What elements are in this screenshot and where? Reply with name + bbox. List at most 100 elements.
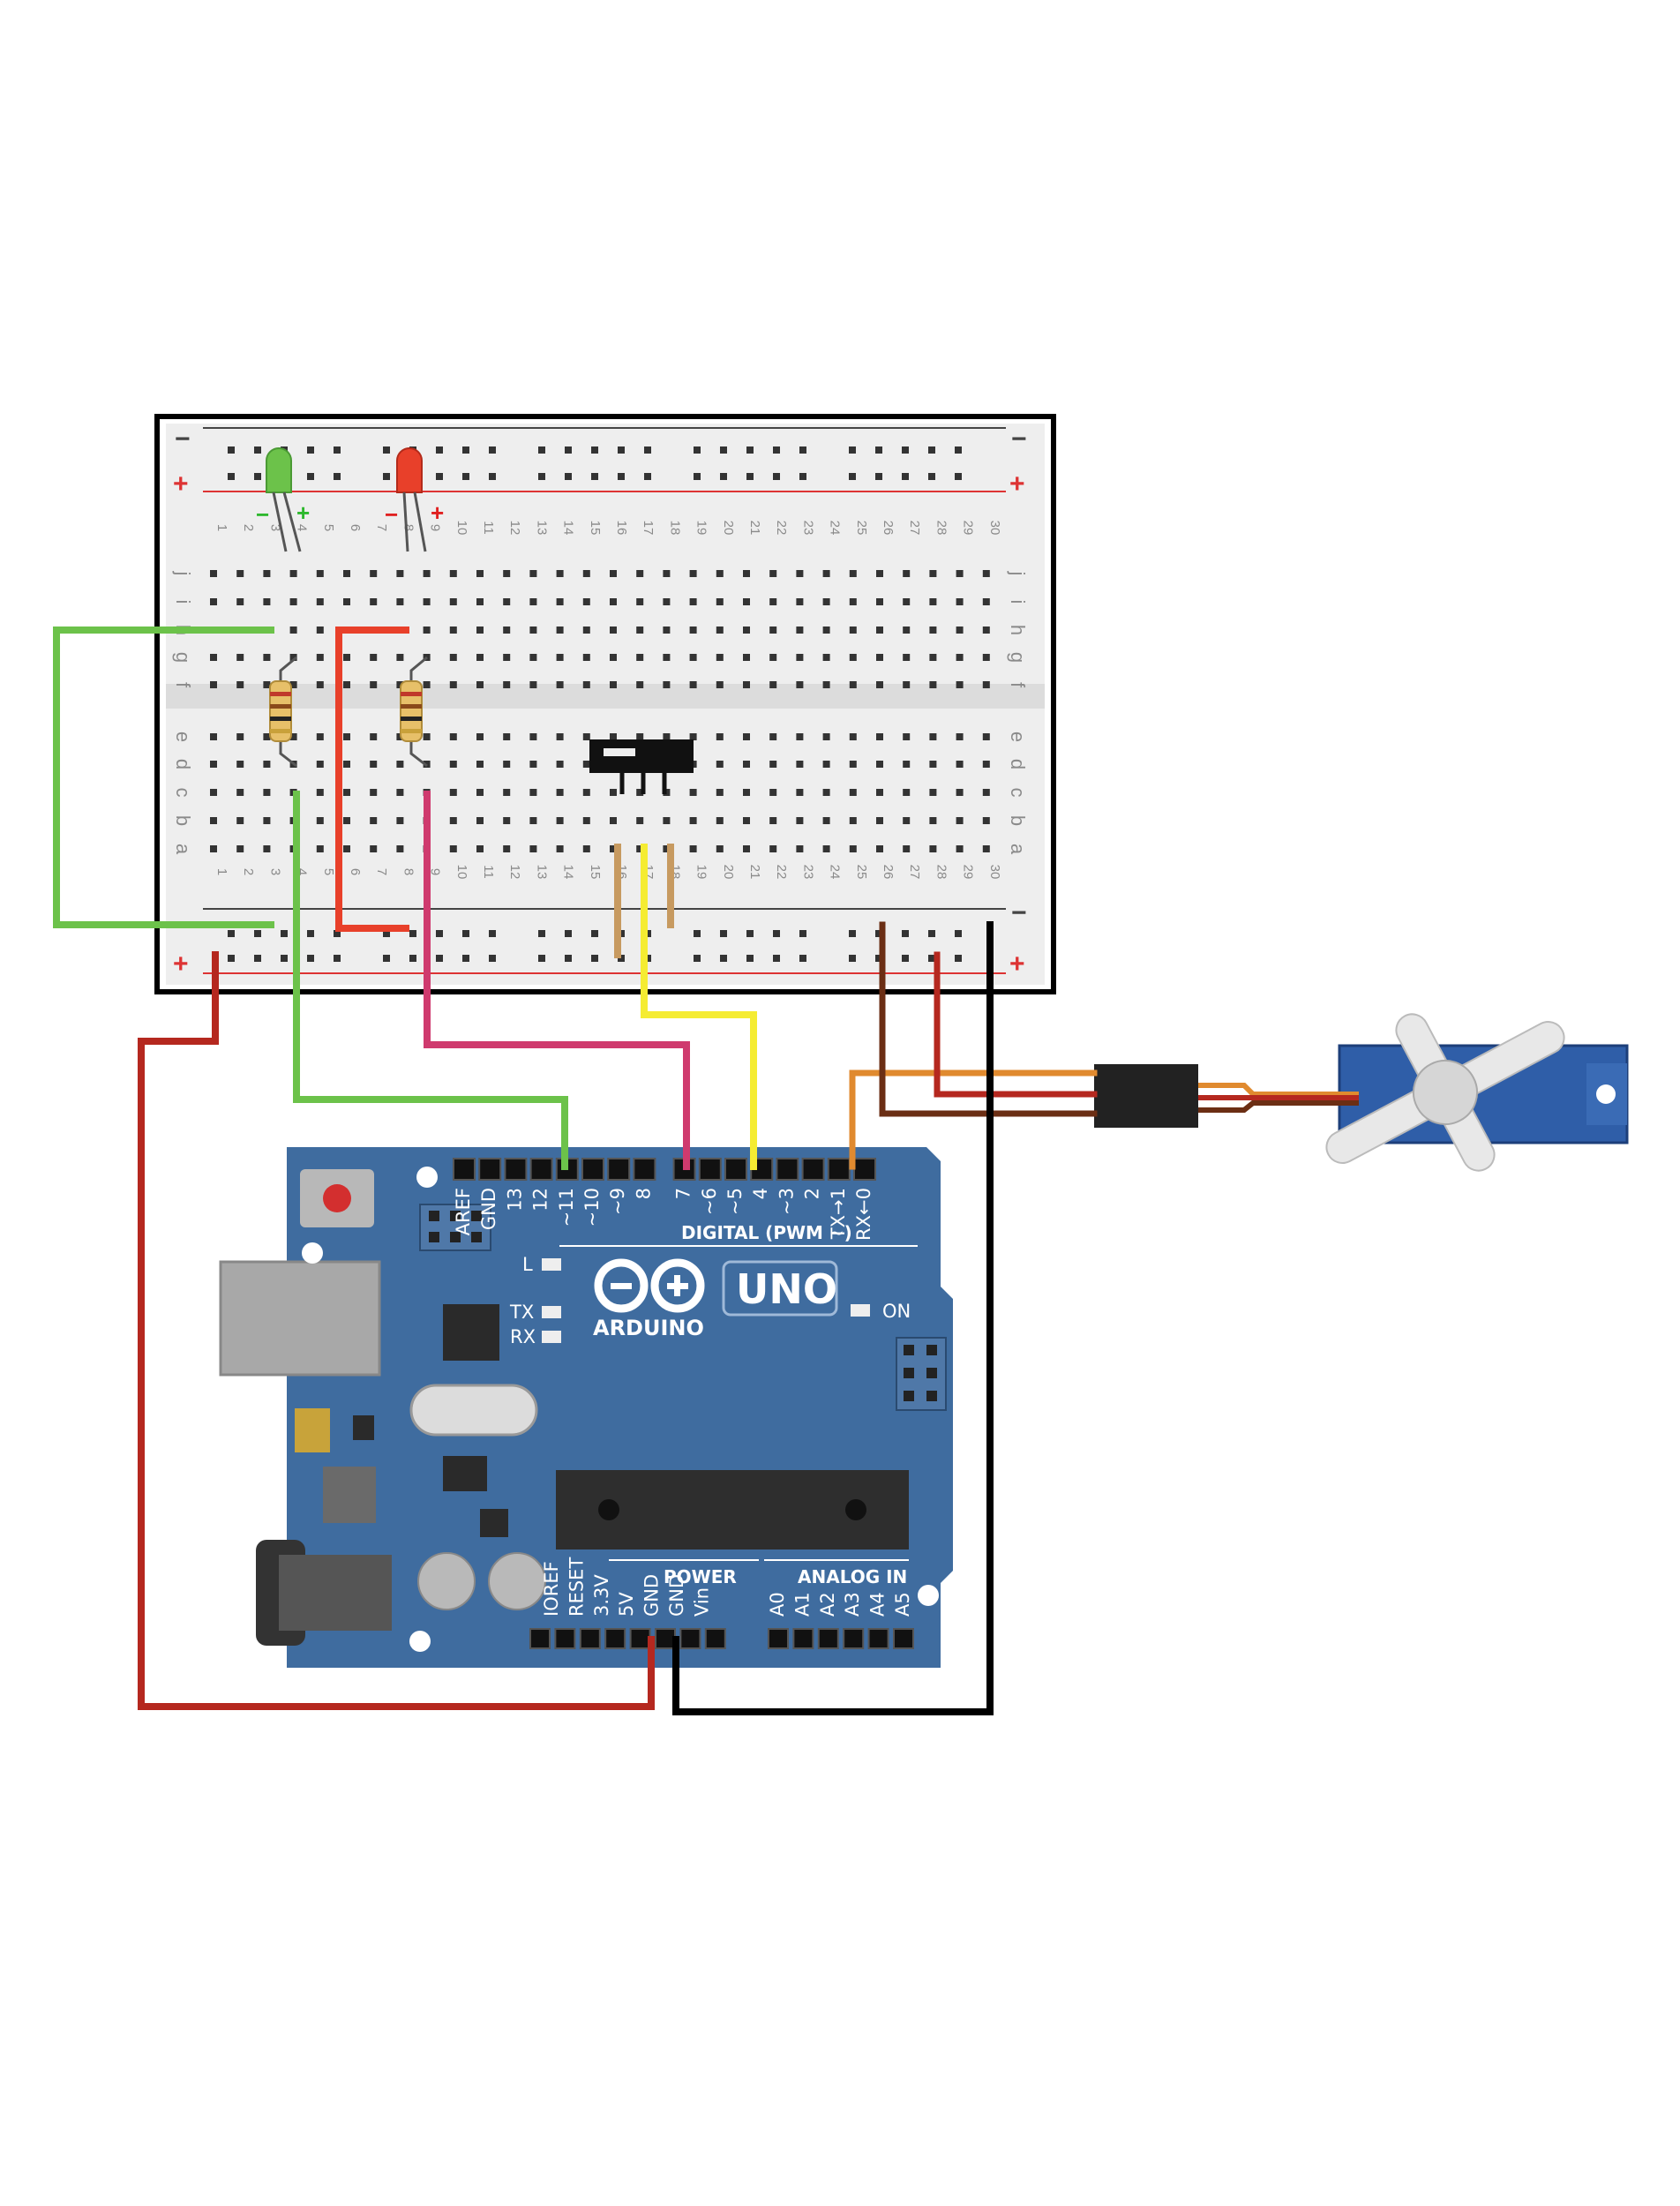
breadboard-hole bbox=[556, 681, 564, 688]
analog-pin-label: A5 bbox=[892, 1592, 913, 1617]
rail-hole bbox=[591, 473, 598, 480]
power-pin-socket[interactable] bbox=[629, 1628, 651, 1649]
breadboard-hole bbox=[263, 681, 271, 688]
rail-hole bbox=[254, 473, 261, 480]
breadboard-hole bbox=[663, 570, 671, 577]
column-number: 19 bbox=[694, 865, 709, 880]
breadboard-hole bbox=[610, 654, 617, 661]
rail-hole bbox=[955, 446, 962, 454]
digital-pin-socket[interactable] bbox=[607, 1158, 631, 1181]
power-pin-socket[interactable] bbox=[554, 1628, 576, 1649]
column-number: 13 bbox=[534, 521, 549, 536]
rail-hole bbox=[875, 473, 882, 480]
digital-pin-socket[interactable] bbox=[529, 1158, 553, 1181]
rail-hole bbox=[746, 473, 754, 480]
column-number: 26 bbox=[881, 865, 896, 880]
reset-button-cap[interactable] bbox=[323, 1184, 351, 1212]
rail-hole bbox=[281, 930, 288, 937]
power-pin-socket[interactable] bbox=[655, 1628, 676, 1649]
row-letter: j bbox=[1007, 571, 1029, 576]
rail-hole bbox=[254, 446, 261, 454]
digital-pin-socket[interactable] bbox=[801, 1158, 825, 1181]
analog-pin-socket[interactable] bbox=[768, 1628, 789, 1649]
breadboard-hole bbox=[636, 598, 644, 605]
digital-pin-socket[interactable] bbox=[453, 1158, 476, 1181]
brand-label: ARDUINO bbox=[593, 1316, 704, 1340]
mount-hole bbox=[302, 1242, 323, 1264]
analog-pin-socket[interactable] bbox=[867, 1628, 889, 1649]
digital-pin-socket[interactable] bbox=[633, 1158, 656, 1181]
resistor-2 bbox=[400, 656, 428, 768]
green-led-plus-label: + bbox=[296, 499, 310, 526]
breadboard-hole bbox=[822, 654, 830, 661]
analog-pin-socket[interactable] bbox=[792, 1628, 814, 1649]
breadboard-hole bbox=[636, 817, 644, 824]
rail-hole bbox=[565, 930, 572, 937]
analog-pin-socket[interactable] bbox=[817, 1628, 839, 1649]
red-led-leg-minus bbox=[402, 491, 409, 552]
digital-pin-socket[interactable] bbox=[478, 1158, 502, 1181]
rail-hole bbox=[254, 955, 261, 962]
digital-pin-socket[interactable] bbox=[853, 1158, 876, 1181]
rail-hole bbox=[591, 446, 598, 454]
servo-horn bbox=[1325, 1013, 1565, 1172]
power-pin-socket[interactable] bbox=[579, 1628, 601, 1649]
breadboard-hole bbox=[370, 570, 378, 577]
red-led-minus-label: − bbox=[385, 501, 398, 528]
power-pin-socket[interactable] bbox=[604, 1628, 626, 1649]
power-pin-socket[interactable] bbox=[704, 1628, 726, 1649]
breadboard-hole bbox=[769, 845, 777, 852]
breadboard-hole bbox=[503, 654, 511, 661]
digital-pin-socket[interactable] bbox=[698, 1158, 722, 1181]
digital-pin-socket[interactable] bbox=[776, 1158, 799, 1181]
breadboard-hole bbox=[689, 681, 697, 688]
power-pin-socket[interactable] bbox=[679, 1628, 701, 1649]
rail-plus-label-br: + bbox=[1009, 949, 1025, 979]
power-pin-socket[interactable] bbox=[529, 1628, 551, 1649]
column-number: 3 bbox=[267, 868, 282, 875]
column-number: 19 bbox=[694, 521, 709, 536]
breadboard-hole bbox=[556, 627, 564, 634]
arduino-logo: ARDUINO UNO bbox=[593, 1258, 838, 1340]
analog-pin-socket[interactable] bbox=[843, 1628, 865, 1649]
breadboard-hole bbox=[236, 845, 244, 852]
digital-pin-label: 8 bbox=[633, 1188, 654, 1199]
digital-pin-socket[interactable] bbox=[827, 1158, 851, 1181]
digital-pin-label: GND bbox=[478, 1188, 499, 1230]
digital-pin-socket[interactable] bbox=[581, 1158, 604, 1181]
breadboard-hole bbox=[929, 761, 937, 768]
led-rx-label: RX bbox=[510, 1326, 536, 1347]
wire-red-5v bbox=[138, 951, 655, 1710]
digital-pin-socket[interactable] bbox=[504, 1158, 528, 1181]
power-header-label: POWER bbox=[664, 1566, 737, 1587]
row-letter: j bbox=[172, 571, 194, 576]
breadboard-hole bbox=[529, 681, 537, 688]
column-number: 10 bbox=[454, 865, 469, 880]
breadboard-hole bbox=[876, 627, 883, 634]
breadboard-hole bbox=[929, 598, 937, 605]
breadboard-hole bbox=[529, 654, 537, 661]
digital-pin-socket[interactable] bbox=[724, 1158, 747, 1181]
column-number: 11 bbox=[481, 521, 496, 535]
wire-black-gnd bbox=[672, 921, 994, 1715]
wire-green-loop bbox=[53, 627, 274, 928]
breadboard-hole bbox=[476, 570, 484, 577]
breadboard-hole bbox=[929, 654, 937, 661]
breadboard-hole bbox=[743, 570, 750, 577]
breadboard-hole bbox=[316, 789, 324, 796]
analog-pin-socket[interactable] bbox=[893, 1628, 914, 1649]
breadboard-hole bbox=[796, 598, 804, 605]
breadboard-hole bbox=[849, 817, 857, 824]
breadboard-hole bbox=[476, 761, 484, 768]
breadboard-hole bbox=[663, 654, 671, 661]
analog-header-label: ANALOG IN bbox=[798, 1566, 907, 1587]
breadboard-hole bbox=[370, 733, 378, 740]
column-number: 2 bbox=[241, 524, 256, 531]
rail-hole bbox=[902, 955, 909, 962]
breadboard-hole bbox=[822, 817, 830, 824]
breadboard-hole bbox=[503, 845, 511, 852]
column-number: 30 bbox=[987, 865, 1002, 880]
breadboard-hole bbox=[610, 570, 617, 577]
rail-hole bbox=[409, 930, 416, 937]
